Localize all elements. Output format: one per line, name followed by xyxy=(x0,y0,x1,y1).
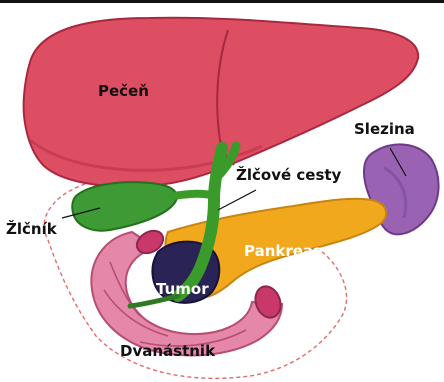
bile-duct-cystic xyxy=(172,194,214,196)
label-pancreas: Pankreas xyxy=(244,242,322,260)
label-duodenum: Dvanástnik xyxy=(120,342,215,360)
leader-line-bile-ducts xyxy=(218,190,256,210)
label-gallbladder: Žlčník xyxy=(6,220,57,238)
gallbladder-shape xyxy=(72,182,177,231)
label-tumor: Tumor xyxy=(156,280,209,298)
label-bile-ducts: Žlčové cesty xyxy=(236,166,341,184)
label-spleen: Slezina xyxy=(354,120,415,138)
label-liver: Pečeň xyxy=(98,82,149,100)
